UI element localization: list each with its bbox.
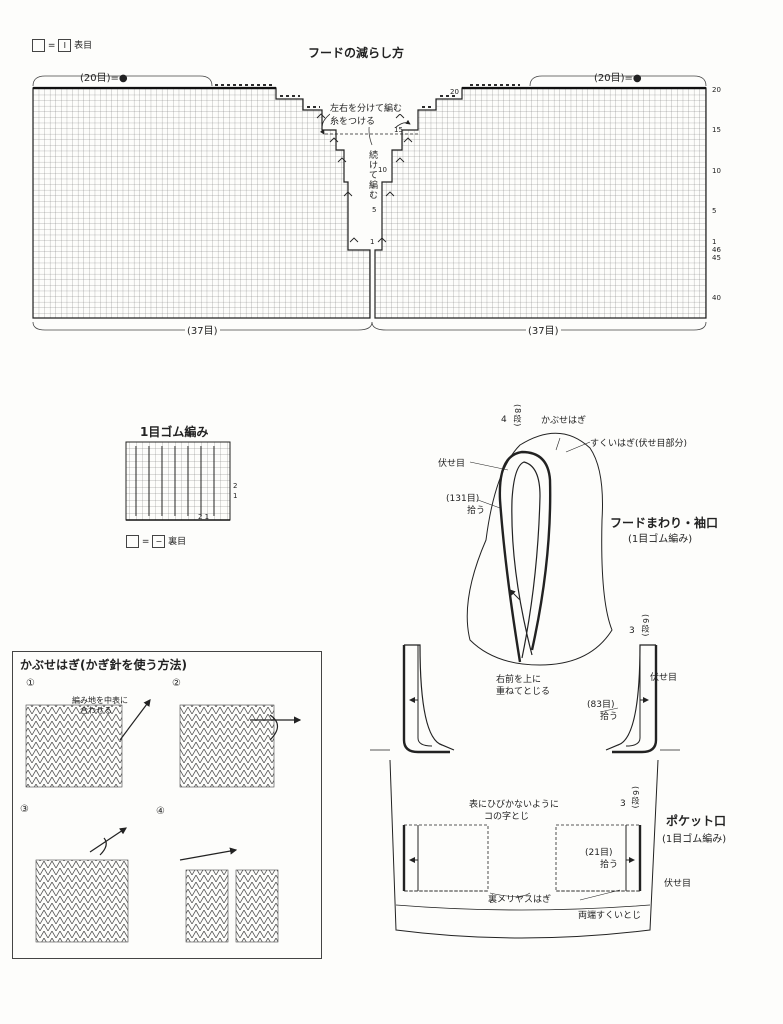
legend-purl-symbol: − (152, 535, 166, 548)
circle-marker-icon: ● (632, 73, 642, 84)
note-thread: 糸をつける (330, 114, 376, 127)
row-label: 45 (712, 254, 721, 262)
hood-outline (466, 432, 613, 666)
step-3: ③ (20, 804, 29, 815)
inner-row-label: 5 (372, 206, 377, 214)
pickup-83-b: 拾う (600, 712, 619, 722)
rib-row-num: 2 (233, 482, 238, 490)
row-label: 5 (712, 207, 717, 215)
rib-legend: = − 裏目 (126, 534, 186, 548)
hood-chart-bracket (32, 75, 707, 87)
kabuse-note: 編み地を中表に (72, 696, 128, 705)
row-label: 20 (712, 86, 721, 94)
pickup-21: (21目) (585, 848, 613, 858)
legend-blank-symbol (32, 39, 45, 52)
hood-right-count: (20目)=● (594, 73, 642, 84)
hood-rows-num: 4 (501, 415, 507, 425)
sleeve-fuseme: 伏せ目 (650, 673, 678, 683)
row-label: 15 (712, 126, 721, 134)
legend-equals: = (47, 41, 56, 51)
hoodie-body-outline (404, 644, 656, 751)
rib-row-num: 1 (233, 492, 238, 500)
legend-blank-symbol (126, 535, 139, 548)
inner-row-label: 10 (378, 166, 387, 174)
kabuse-illustrations (25, 699, 302, 943)
rib-col-num: 2 1 (198, 513, 210, 521)
inner-row-label: 15 (394, 126, 403, 134)
rib-chart-title: 1目ゴム編み (140, 425, 209, 439)
rib-chart (125, 441, 231, 521)
hood-chart-left-panel (32, 87, 371, 319)
kabuse-note-b: 合わせる (80, 706, 112, 715)
kabuse-box-title: かぶせはぎ(かぎ針を使う方法) (20, 658, 187, 672)
sleeve-rows-paren: (6段) (641, 614, 650, 638)
hood-chart-dots (280, 95, 458, 108)
row-label: 46 (712, 246, 721, 254)
step-2: ② (172, 678, 181, 689)
pocket-title: ポケット口 (666, 814, 727, 828)
pocket-fuseme: 伏せ目 (664, 879, 692, 889)
hoodie-body-outline (389, 759, 659, 939)
pickup-131: (131目) (446, 494, 480, 504)
row-label: 1 (712, 238, 717, 246)
pocket-note-b: コの字とじ (484, 812, 530, 822)
pocket-note: 表にひびかないように (469, 800, 559, 810)
pickup-131-b: 拾う (467, 506, 486, 516)
pocket-right (555, 824, 641, 892)
legend-knit-label: 表目 (74, 41, 93, 51)
note-continue: 続けて編む (366, 150, 379, 200)
pocket-rows-num: 3 (620, 799, 626, 809)
kabuse-label: かぶせはぎ (541, 416, 587, 426)
circle-marker-icon: ● (118, 73, 128, 84)
step-4: ④ (156, 806, 165, 817)
kabuse-method-box (12, 651, 322, 959)
inner-row-label: 1 (370, 238, 375, 246)
hood-band-sub: (1目ゴム編み) (628, 534, 693, 545)
inner-row-label: 20 (450, 88, 459, 96)
hood-chart (32, 75, 707, 331)
sukui-label: すくいはぎ(伏せ目部分) (590, 439, 688, 449)
hood-chart-bracket (32, 321, 707, 331)
pocket-left (403, 824, 489, 892)
overlap-note: 右前を上に (496, 675, 542, 685)
ura-hagi-label: 裏メリヤスはぎ (488, 895, 552, 905)
hood-fuseme: 伏せ目 (438, 459, 466, 469)
row-label: 10 (712, 167, 721, 175)
both-ends-label: 両端すくいとじ (578, 911, 642, 921)
hood-band-title: フードまわり・袖口 (610, 516, 719, 530)
pocket-rows-paren: (6段) (631, 786, 640, 810)
overlap-note-b: 重ねてとじる (496, 687, 551, 697)
hood-bottom-right-count: (37目) (526, 322, 561, 337)
row-label: 40 (712, 294, 721, 302)
sleeve-rib-left (402, 645, 450, 754)
top-legend: = I 表目 (32, 38, 92, 52)
legend-knit-symbol: I (58, 39, 72, 52)
step-1: ① (26, 678, 35, 689)
pocket-sub: (1目ゴム編み) (662, 834, 727, 845)
hood-chart-title: フードの減らし方 (308, 46, 405, 60)
sleeve-rib-right (612, 645, 658, 754)
hood-rows-paren: (8段) (513, 404, 522, 428)
hood-rib-band (498, 450, 552, 663)
pickup-21-b: 拾う (600, 860, 619, 870)
pickup-83: (83目) (587, 700, 615, 710)
note-split: 左右を分けて編む (330, 101, 403, 114)
hood-chart-right-panel (374, 87, 707, 319)
rib-chart-grid (125, 441, 231, 521)
legend-purl-label: 裏目 (168, 537, 187, 547)
hood-bottom-left-count: (37目) (185, 322, 220, 337)
hoodie-diagram (370, 432, 680, 939)
sleeve-rows-num: 3 (629, 626, 635, 636)
hood-left-count: (20目)=● (80, 73, 128, 84)
